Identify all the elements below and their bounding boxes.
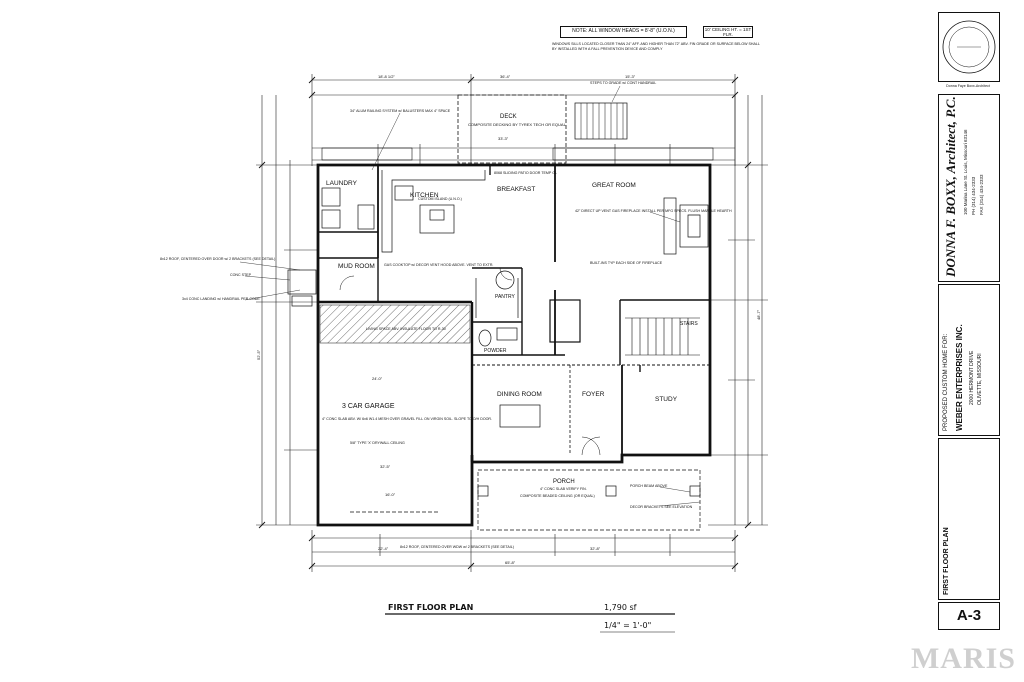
living-space-above-hatch (319, 304, 471, 344)
dim-top-left: 18'-8 1/2" (378, 74, 395, 79)
note-conc-landing: 3x4 CONC LANDING w/ HANDRAIL PER CODE (182, 297, 260, 301)
note-fireplace: 42" DIRECT UP VENT GAS FIREPLACE INSTALL… (575, 209, 732, 213)
room-dining: DINING ROOM (497, 391, 542, 398)
note-window-sills: WINDOWS SILLS LOCATED CLOSER THAN 24" AF… (552, 42, 760, 51)
room-mud-room: MUD ROOM (338, 263, 375, 270)
architect-fax: FAX (314) 434-2333 (979, 174, 984, 215)
note-living-space: LIVING SPACE ABV. INSULATE FLOOR TO R-30 (366, 327, 446, 331)
plan-title-text: FIRST FLOOR PLAN (388, 603, 473, 612)
note-railing: 34" ALUM RAILING SYSTEM w/ BALUSTERS MAX… (350, 109, 451, 113)
room-powder: POWDER (484, 348, 507, 354)
architect-name: DONNA F. BOXX, Architect, P.C. (943, 96, 958, 277)
project-line2: WEBER ENTERPRISES INC. (955, 324, 964, 431)
dim-left-overall: 52'-5" (256, 349, 261, 360)
seal-label: Donna Faye Boxx-Architect (946, 84, 990, 88)
watermark: MARIS (910, 642, 1016, 675)
room-kitchen: KITCHEN (410, 192, 439, 199)
room-laundry: LAUNDRY (326, 180, 358, 187)
note-window-heads: NOTE: ALL WINDOW HEADS = 8'-8" (U.O.N.) (560, 26, 687, 38)
title-block: Donna Faye Boxx-Architect DONNA F. BOXX,… (938, 12, 1000, 630)
note-builtins: BUILT-INS TYP EACH SIDE OF FIREPLACE (590, 261, 663, 265)
plan-title: FIRST FLOOR PLAN 1,790 sf 1/4" = 1'-0" (385, 603, 675, 633)
room-foyer: FOYER (582, 391, 605, 398)
dimension-lines (256, 74, 768, 572)
fixtures (287, 170, 709, 531)
note-ceiling-height: 10' CEILING HT. = 1ST FLR. (703, 26, 753, 38)
sheet-title-cell: FIRST FLOOR PLAN (938, 438, 1000, 600)
plan-area: 1,790 sf (604, 603, 637, 612)
dimension-ticks (258, 76, 752, 570)
project-line4: OLIVETTE, MISSOURI (977, 353, 983, 405)
architect-address: 100 Marina Lane St. Louis, Missouri 6314… (963, 129, 968, 215)
note-porch-slab: 4" CONC SLAB VERIFY FIN. (540, 487, 587, 491)
architect-cell: DONNA F. BOXX, Architect, P.C. 100 Marin… (938, 94, 1000, 282)
dim-top-overall: 36'-4" (500, 74, 511, 79)
project-line3: 2000 HERMONT DRIVE (969, 350, 975, 405)
dim-garage-depth: 24'-0" (372, 376, 383, 381)
note-garage-ceiling: 5/8" TYPE 'X' DRYWALL CEILING (350, 441, 405, 445)
note-gas-cooktop: GAS COOKTOP w/ DECOR VENT HOOD ABOVE. VE… (384, 263, 493, 267)
deck (321, 94, 714, 164)
dim-top-right: 15'-3" (625, 74, 636, 79)
plan-scale: 1/4" = 1'-0" (604, 621, 651, 630)
leader-lines (239, 85, 701, 507)
dim-deck-width: 33'-3" (498, 136, 509, 141)
room-breakfast: BREAKFAST (497, 186, 535, 193)
note-hip-roof-bottom: 8x12 ROOF, CENTERED OVER WDW w/ 2 BRACKE… (400, 545, 514, 549)
sheet-title: FIRST FLOOR PLAN (943, 527, 950, 595)
dim-bottom-left: 22'-4" (378, 546, 389, 551)
note-garage-slab: 4" CONC SLAB ABV. W/ 6x6 W1.4 MESH OVER … (322, 417, 492, 421)
note-patio-door: 8068 SLIDING PATIO DOOR TEMP GL (494, 171, 557, 175)
note-island: CUSTOM ISLAND (U.N.O.) (418, 197, 462, 201)
room-stairs: STAIRS (680, 321, 698, 327)
note-hip-roof-top: 8x12 ROOF, CENTERED OVER DOOR w/ 2 BRACK… (160, 257, 275, 261)
dim-garage-width: 32'-5" (380, 464, 391, 469)
note-corbels: DECOR BRACKETS SEE ELEVATION (630, 505, 693, 509)
dim-bottom-overall: 65'-8" (505, 560, 516, 565)
room-great-room: GREAT ROOM (592, 182, 636, 189)
room-pantry: PANTRY (495, 294, 515, 300)
dim-right-overall: 48'-7" (756, 309, 761, 320)
room-garage: 3 CAR GARAGE (342, 403, 395, 410)
deck-note: COMPOSITE DECKING BY TYREX TECH OR EQUAL (468, 122, 567, 127)
architect-seal (942, 20, 996, 74)
note-conc-step: CONC STEP (230, 273, 252, 277)
room-deck: DECK (500, 114, 517, 120)
note-porch-ceiling: COMPOSITE BEADED CEILING (OR EQUAL) (520, 494, 595, 498)
sheet-number-cell: A-3 (938, 602, 1000, 630)
walls (316, 163, 712, 527)
dim-bottom-right: 32'-8" (590, 546, 601, 551)
dimension-labels: 36'-4" 18'-8 1/2" 15'-3" 33'-3" 65'-8" 2… (256, 74, 761, 565)
room-porch: PORCH (553, 479, 575, 485)
project-line1: PROPOSED CUSTOM HOME FOR: (943, 333, 949, 431)
architect-seal-cell (938, 12, 1000, 82)
room-study: STUDY (655, 396, 678, 403)
dim-garage-door: 16'-0" (385, 492, 396, 497)
note-porch-beam: PORCH BEAM ABOVE (630, 484, 668, 488)
project-cell: PROPOSED CUSTOM HOME FOR: WEBER ENTERPRI… (938, 284, 1000, 436)
room-labels: LAUNDRY KITCHEN BREAKFAST GREAT ROOM MUD… (326, 114, 698, 485)
annotations: 42" DIRECT UP VENT GAS FIREPLACE INSTALL… (160, 81, 732, 549)
architect-phone: PH (314) 434-2333 (971, 176, 976, 215)
note-steps: STEPS TO GRADE w/ CONT HANDRAIL (590, 81, 656, 85)
sheet-number: A-3 (956, 607, 982, 624)
